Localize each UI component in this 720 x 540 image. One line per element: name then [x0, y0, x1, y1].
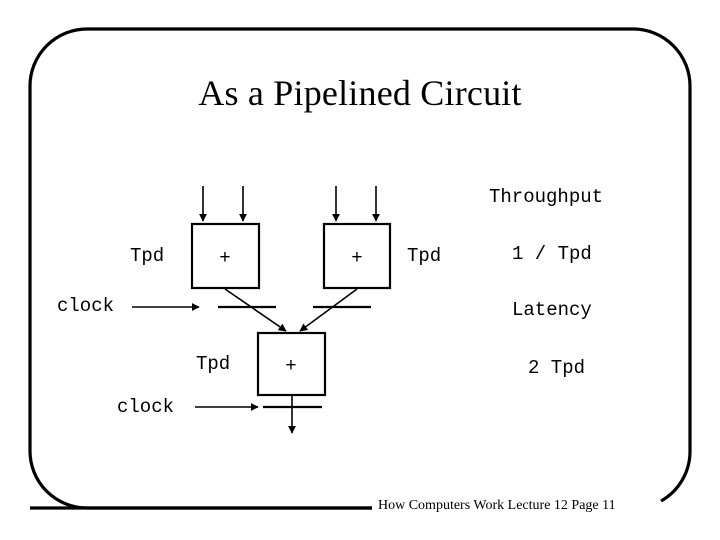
- label-tpd-stage2: Tpd: [196, 353, 231, 375]
- label-latency-value: 2 Tpd: [528, 357, 586, 379]
- label-tpd-stage1-left: Tpd: [130, 245, 165, 267]
- frame-outline: [28, 27, 692, 510]
- adder-box-right: [322, 222, 392, 290]
- label-tpd-stage1-right: Tpd: [407, 245, 442, 267]
- page-title: As a Pipelined Circuit: [198, 73, 522, 113]
- wire-right-to-stage2: [299, 288, 358, 332]
- label-throughput-title: Throughput: [489, 186, 604, 208]
- label-throughput-value: 1 / Tpd: [512, 243, 592, 265]
- adder-plus-bottom: +: [285, 355, 296, 377]
- adder-plus-right: +: [351, 247, 362, 269]
- adder-box-bottom: [256, 331, 327, 397]
- wire-left-to-stage2: [224, 288, 287, 332]
- label-latency-title: Latency: [512, 299, 592, 321]
- adder-box-left: [190, 222, 261, 290]
- adder-plus-left: +: [219, 247, 230, 269]
- footer-text: How Computers Work Lecture 12 Page 11: [378, 498, 616, 513]
- label-clock-stage2: clock: [117, 396, 175, 418]
- label-clock-stage1: clock: [57, 295, 115, 317]
